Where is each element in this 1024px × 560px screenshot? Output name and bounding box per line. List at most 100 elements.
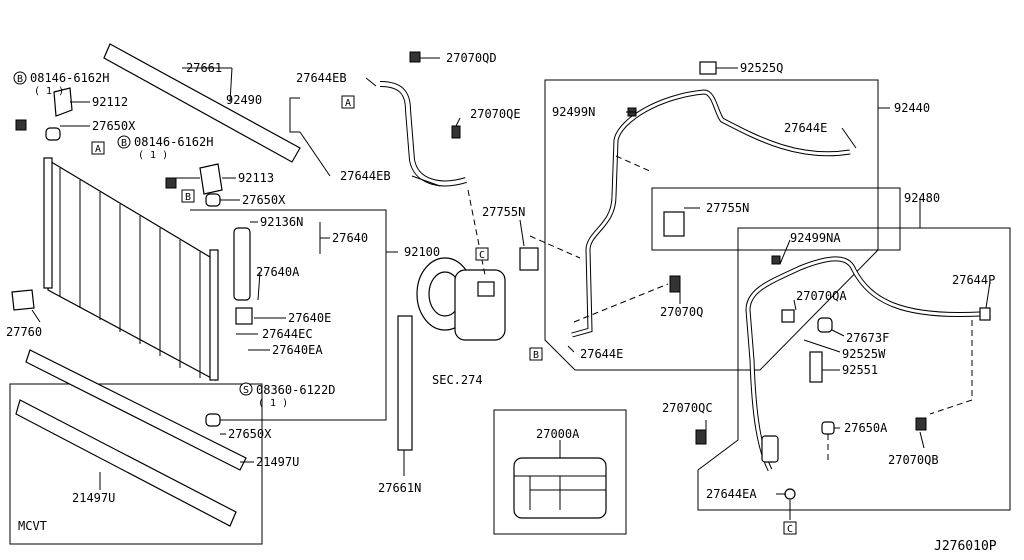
bolt-08146-b (165, 177, 177, 189)
label-27644EB-1: 27644EB (296, 71, 347, 85)
label-27070QB: 27070QB (888, 453, 939, 467)
lower-seal-21497U-a (25, 349, 247, 471)
bracket-27755N-b (663, 211, 685, 237)
label-08360-qty: ( 1 ) (258, 398, 288, 409)
label-27000A: 27000A (536, 427, 580, 441)
label-27640E: 27640E (288, 311, 331, 325)
label-08146-6162H-2: 08146-6162H (134, 135, 213, 149)
label-21497U-2: 21497U (72, 491, 115, 505)
svg-text:S: S (243, 385, 249, 396)
label-92525Q: 92525Q (740, 61, 783, 75)
bolt-27070QE (451, 125, 461, 139)
bolt-27070QC (695, 429, 707, 445)
circled-b-symbol-2: B (117, 135, 131, 149)
label-92136N: 92136N (260, 215, 303, 229)
label-08146-qty-2: ( 1 ) (138, 150, 168, 161)
mount-27650X-a (45, 127, 61, 141)
label-27644E-2: 27644E (580, 347, 623, 361)
label-27644E-1: 27644E (784, 121, 827, 135)
label-27070QE: 27070QE (470, 107, 521, 121)
svg-text:C: C (787, 524, 793, 535)
label-92499N: 92499N (552, 105, 595, 119)
lower-seal-21497U-b (15, 399, 237, 527)
label-27644EA: 27644EA (706, 487, 757, 501)
label-92499NA: 92499NA (790, 231, 841, 245)
label-27661: 27661 (186, 61, 222, 75)
label-92113: 92113 (238, 171, 274, 185)
condenser-group-bracket (190, 209, 387, 421)
svg-text:A: A (345, 98, 351, 109)
circled-s-symbol: S (239, 382, 253, 396)
label-27673F: 27673F (846, 331, 889, 345)
label-08146-6162H-1: 08146-6162H (30, 71, 109, 85)
label-08146-qty-1: ( 1 ) (34, 86, 64, 97)
condenser-left-tank (43, 157, 53, 289)
label-92525W: 92525W (842, 347, 886, 361)
bolt-08146-a (15, 119, 27, 131)
label-sec-274: SEC.274 (432, 373, 483, 387)
svg-text:B: B (121, 138, 127, 149)
bolt-27070QD (409, 51, 421, 63)
label-92480: 92480 (904, 191, 940, 205)
label-92551: 92551 (842, 363, 878, 377)
mount-27650X-b (205, 193, 221, 207)
label-92112: 92112 (92, 95, 128, 109)
label-27650X-1: 27650X (92, 119, 136, 133)
compressor (416, 257, 506, 341)
label-27755N-2: 27755N (706, 201, 749, 215)
receiver-drier (233, 227, 251, 301)
upper-seal-27661 (103, 43, 301, 163)
ref-box-b-2: B (529, 347, 543, 361)
label-27760: 27760 (6, 325, 42, 339)
label-27070QC: 27070QC (662, 401, 713, 415)
label-27755N-1: 27755N (482, 205, 525, 219)
ref-box-a-1: A (341, 95, 355, 109)
seal-92499NA (771, 255, 781, 265)
label-27070QA: 27070QA (796, 289, 847, 303)
diagram-code: J276010P (934, 539, 997, 554)
circled-b-symbol-1: B (13, 71, 27, 85)
bolt-27070Q (669, 275, 681, 293)
label-27070QD: 27070QD (446, 51, 497, 65)
insulator-27673F (817, 317, 833, 333)
oring-27644EA-part (784, 488, 796, 500)
ref-box-a-2: A (91, 141, 105, 155)
label-27650A: 27650A (844, 421, 888, 435)
label-92100: 92100 (404, 245, 440, 259)
label-27644EB-2: 27644EB (340, 169, 391, 183)
svg-text:C: C (479, 250, 485, 261)
label-27644EC: 27644EC (262, 327, 313, 341)
bolt-27070QA (781, 309, 795, 323)
svg-text:B: B (17, 74, 23, 85)
label-27640A: 27640A (256, 265, 300, 279)
ref-box-c-2: C (783, 521, 797, 535)
bracket-92113 (199, 163, 223, 195)
bracket-27755N-a (519, 247, 539, 271)
svg-text:B: B (533, 350, 539, 361)
label-27661N: 27661N (378, 481, 421, 495)
bracket-27760 (11, 289, 35, 311)
leader-lines (31, 57, 991, 520)
pipe-92480-frame (697, 227, 1011, 511)
label-27650X-2: 27650X (242, 193, 286, 207)
label-92490: 92490 (226, 93, 262, 107)
ref-box-b-1: B (181, 189, 195, 203)
ref-box-c-1: C (475, 247, 489, 261)
label-27650X-3: 27650X (228, 427, 272, 441)
insulator-27650A (821, 421, 835, 435)
label-27070Q: 27070Q (660, 305, 703, 319)
pipe-92440-frame (544, 79, 879, 371)
hose-92490-bracket (289, 97, 300, 133)
oring-27644P-part (979, 307, 991, 321)
bracket-92551 (809, 351, 823, 383)
mount-27650X-c (205, 413, 221, 427)
svg-text:B: B (185, 192, 191, 203)
clip-92525Q (699, 61, 717, 75)
label-08360-6122D: 08360-6122D (256, 383, 335, 397)
label-21497U-1: 21497U (256, 455, 299, 469)
condenser-right-tank (209, 249, 219, 381)
label-27640: 27640 (332, 231, 368, 245)
bolt-27070QB (915, 417, 927, 431)
